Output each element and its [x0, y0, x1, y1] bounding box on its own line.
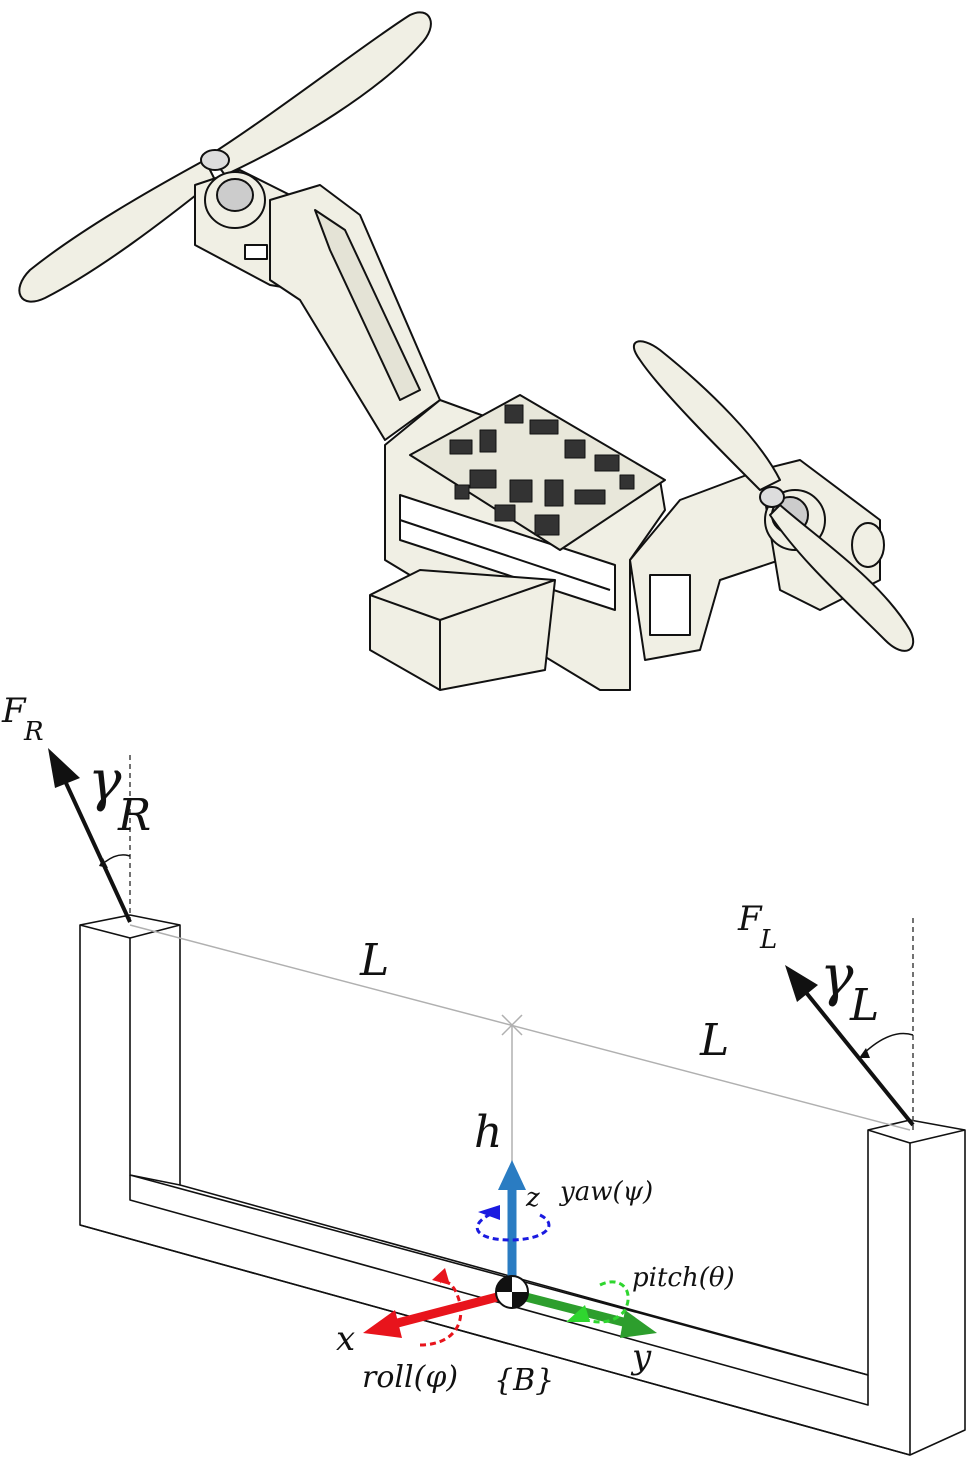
z-axis-label: z	[525, 1183, 540, 1213]
electronics-board-components	[449, 404, 635, 536]
roll-close: )	[445, 1360, 458, 1395]
arm-right-slot	[314, 209, 421, 401]
z-axis-arrow	[498, 1160, 526, 1285]
x-axis-label: x	[336, 1319, 355, 1359]
central-body	[369, 394, 666, 691]
y-axis-label: y	[630, 1337, 652, 1377]
yaw-prefix: yaw	[559, 1177, 612, 1207]
yaw-angle: ψ	[623, 1177, 644, 1207]
body-frame-label: {B}	[494, 1363, 554, 1398]
gamma-left-label: γ	[820, 944, 854, 1009]
pitch-close: )	[724, 1263, 735, 1293]
roll-prefix: roll	[362, 1360, 414, 1395]
roll-label: roll(φ)	[362, 1360, 458, 1395]
propeller-left-icon	[633, 340, 915, 652]
yaw-close: )	[642, 1177, 653, 1207]
body-frame-origin-icon	[495, 1275, 529, 1309]
height-label: h	[474, 1107, 502, 1158]
pitch-prefix: pitch	[632, 1263, 699, 1293]
roll-open: (	[414, 1360, 427, 1395]
arm-right	[269, 184, 441, 441]
gamma-right-subscript: R	[117, 790, 151, 841]
force-left-label: F	[737, 899, 763, 939]
roll-rotation-icon	[419, 1268, 463, 1347]
reference-dashes	[129, 755, 914, 1130]
arm-length-right-label: L	[359, 935, 389, 986]
pitch-open: (	[699, 1263, 710, 1293]
pitch-rotation-icon	[566, 1280, 630, 1324]
thrust-left-arrow	[785, 965, 915, 1127]
yaw-label: yaw(ψ)	[559, 1177, 653, 1207]
roll-angle: φ	[425, 1360, 446, 1395]
propeller-right-icon	[18, 11, 432, 303]
gamma-right-label: γ	[88, 749, 122, 814]
pitch-label: pitch(θ)	[632, 1263, 735, 1293]
arm-length-left-label: L	[699, 1015, 729, 1066]
force-right-label: F	[1, 691, 27, 731]
gamma-left-subscript: L	[849, 980, 879, 1031]
yaw-open: (	[612, 1177, 623, 1207]
drone-illustration	[18, 11, 915, 691]
arm-left-panel	[649, 574, 691, 636]
x-axis-arrow	[363, 1290, 507, 1338]
yaw-rotation-icon	[475, 1205, 551, 1242]
force-right-subscript: R	[23, 717, 44, 747]
force-left-subscript: L	[759, 925, 777, 955]
thrust-right-arrow	[48, 748, 132, 923]
guide-lines	[129, 924, 911, 1175]
pitch-angle: θ	[709, 1263, 725, 1293]
